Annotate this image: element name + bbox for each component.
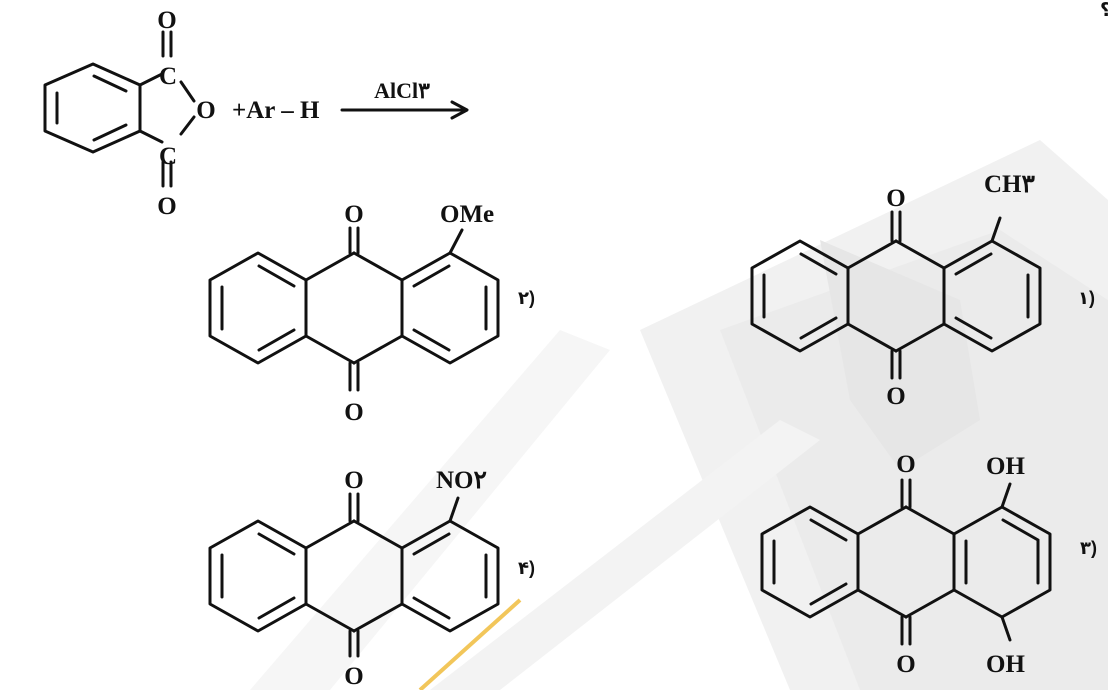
catalyst-label: AlCl۳ (374, 78, 430, 103)
option-3-o-bottom: O (896, 651, 915, 678)
option-1-ch3: CH۳ (984, 171, 1036, 198)
anhydride-o-top: O (157, 7, 176, 34)
anhydride-o-bottom: O (157, 193, 176, 220)
reagent-label: +Ar – H (232, 97, 320, 124)
option-3-structure: O O OH OH (760, 451, 1052, 678)
option-1-o-bottom: O (886, 383, 905, 410)
option-4-no2: NO۲ (436, 467, 487, 494)
option-3-oh-bottom: OH (986, 651, 1025, 678)
option-3-oh-top: OH (986, 453, 1025, 480)
option-2-structure: O O OMe (208, 201, 500, 426)
reaction-arrow (340, 100, 469, 120)
option-2-ome: OMe (440, 201, 494, 228)
option-1-structure: O O CH۳ (750, 171, 1042, 410)
anhydride-c-top: C (159, 63, 177, 90)
option-3-label: ۳) (1080, 538, 1097, 558)
option-2-label: ۲) (518, 288, 535, 308)
anhydride-o-ring: O (196, 97, 215, 124)
option-2-o-bottom: O (344, 399, 363, 426)
option-3-o-top: O (896, 451, 915, 478)
option-4-label: ۴) (518, 558, 535, 578)
option-4-o-top: O (344, 467, 363, 494)
option-1-label: ۱) (1078, 288, 1095, 308)
option-4-o-bottom: O (344, 663, 363, 690)
question-text: ـشتق آنتراکینون که از واکنش زیر با آنهید… (1100, 0, 1108, 21)
option-2-o-top: O (344, 201, 363, 228)
option-4-structure: O O NO۲ (208, 467, 500, 690)
anhydride-c-bottom: C (159, 143, 177, 170)
phthalic-anhydride-structure: O C O C O (43, 7, 216, 220)
option-1-o-top: O (886, 185, 905, 212)
